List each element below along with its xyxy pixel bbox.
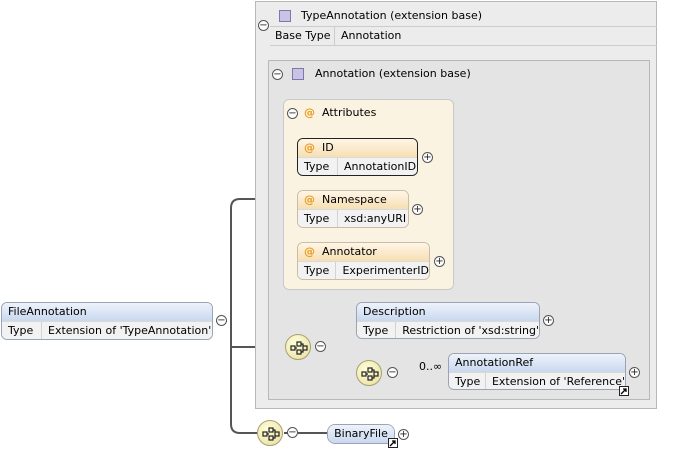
sequence-compositor-icon[interactable] (285, 334, 311, 360)
collapse-icon[interactable]: − (387, 367, 398, 378)
binary-file-element[interactable]: BinaryFile (327, 424, 395, 444)
element-name: BinaryFile (334, 427, 388, 440)
reference-link-icon[interactable] (388, 438, 398, 448)
type-value: xsd:anyURI (344, 212, 407, 225)
base-type-separator (334, 27, 335, 45)
attribute-type-row: Type xsd:anyURI (298, 209, 408, 227)
description-element[interactable]: Description Type Restriction of 'xsd:stri… (356, 302, 540, 339)
element-type-row: Type Restriction of 'xsd:string' (357, 321, 539, 338)
collapse-icon[interactable]: − (216, 315, 227, 326)
collapse-icon[interactable]: − (272, 69, 283, 80)
expand-icon[interactable]: + (543, 315, 554, 326)
type-value: Extension of 'Reference' (491, 375, 625, 388)
element-name: AnnotationRef (455, 356, 534, 369)
element-type-row: Type Extension of 'TypeAnnotation' (2, 321, 212, 339)
expand-icon[interactable]: + (398, 429, 409, 440)
collapse-icon[interactable]: − (315, 341, 326, 352)
attribute-annotator-header: @ Annotator (298, 243, 429, 261)
type-label: Type (298, 210, 338, 227)
annotation-ref-header: AnnotationRef (449, 354, 625, 372)
element-type-row: Type Extension of 'Reference' (449, 372, 625, 389)
complex-type-icon (279, 10, 291, 22)
type-value: Extension of 'TypeAnnotation' (48, 324, 212, 337)
element-name: Description (363, 305, 426, 318)
expand-icon[interactable]: + (422, 152, 433, 163)
attributes-title: Attributes (322, 106, 377, 119)
attribute-at-icon: @ (304, 141, 315, 154)
type-value: Restriction of 'xsd:string' (402, 324, 539, 337)
expand-icon[interactable]: + (412, 204, 423, 215)
attribute-namespace-header: @ Namespace (298, 191, 408, 209)
attribute-name: Annotator (322, 245, 377, 258)
type-value: ExperimenterID (342, 264, 429, 277)
attribute-name: Namespace (322, 193, 387, 206)
attribute-at-icon: @ (304, 193, 315, 206)
attribute-type-row: Type ExperimenterID (298, 261, 429, 279)
reference-link-icon[interactable] (619, 386, 629, 396)
annotation-ref-element[interactable]: AnnotationRef Type Extension of 'Referenc… (448, 353, 626, 390)
type-value: AnnotationID (344, 160, 417, 173)
annotation-title: Annotation (extension base) (315, 67, 471, 80)
type-label: Type (449, 373, 486, 389)
attribute-annotator[interactable]: @ Annotator Type ExperimenterID (297, 242, 430, 280)
sequence-compositor-icon[interactable] (356, 360, 382, 386)
attribute-namespace[interactable]: @ Namespace Type xsd:anyURI (297, 190, 409, 228)
attribute-type-row: Type AnnotationID (298, 157, 417, 175)
complex-type-icon (292, 68, 304, 80)
type-label: Type (298, 262, 337, 279)
type-label: Type (298, 158, 338, 175)
attribute-name: ID (322, 141, 334, 154)
attribute-at-icon: @ (304, 245, 315, 258)
attribute-id-header: @ ID (298, 139, 417, 157)
file-annotation-element[interactable]: FileAnnotation Type Extension of 'TypeAnn… (1, 302, 213, 340)
expand-icon[interactable]: + (629, 367, 640, 378)
collapse-icon[interactable]: − (258, 20, 269, 31)
type-label: Type (2, 322, 42, 339)
attribute-at-icon: @ (304, 106, 315, 119)
annotation-ref-cardinality: 0..∞ (419, 360, 443, 373)
element-name: FileAnnotation (8, 305, 87, 318)
description-header: Description (357, 303, 539, 321)
attribute-id[interactable]: @ ID Type AnnotationID (297, 138, 418, 176)
type-annotation-divider (270, 26, 657, 27)
base-type-value: Annotation (341, 29, 402, 42)
file-annotation-header: FileAnnotation (2, 303, 212, 321)
base-type-bottom-line (270, 45, 657, 46)
binary-file-header: BinaryFile (328, 425, 394, 443)
collapse-icon[interactable]: − (287, 427, 298, 438)
type-label: Type (357, 322, 397, 338)
collapse-icon[interactable]: − (287, 108, 298, 119)
sequence-compositor-icon[interactable] (257, 420, 283, 446)
type-annotation-title: TypeAnnotation (extension base) (301, 9, 483, 22)
expand-icon[interactable]: + (434, 256, 445, 267)
base-type-label: Base Type (275, 29, 331, 42)
